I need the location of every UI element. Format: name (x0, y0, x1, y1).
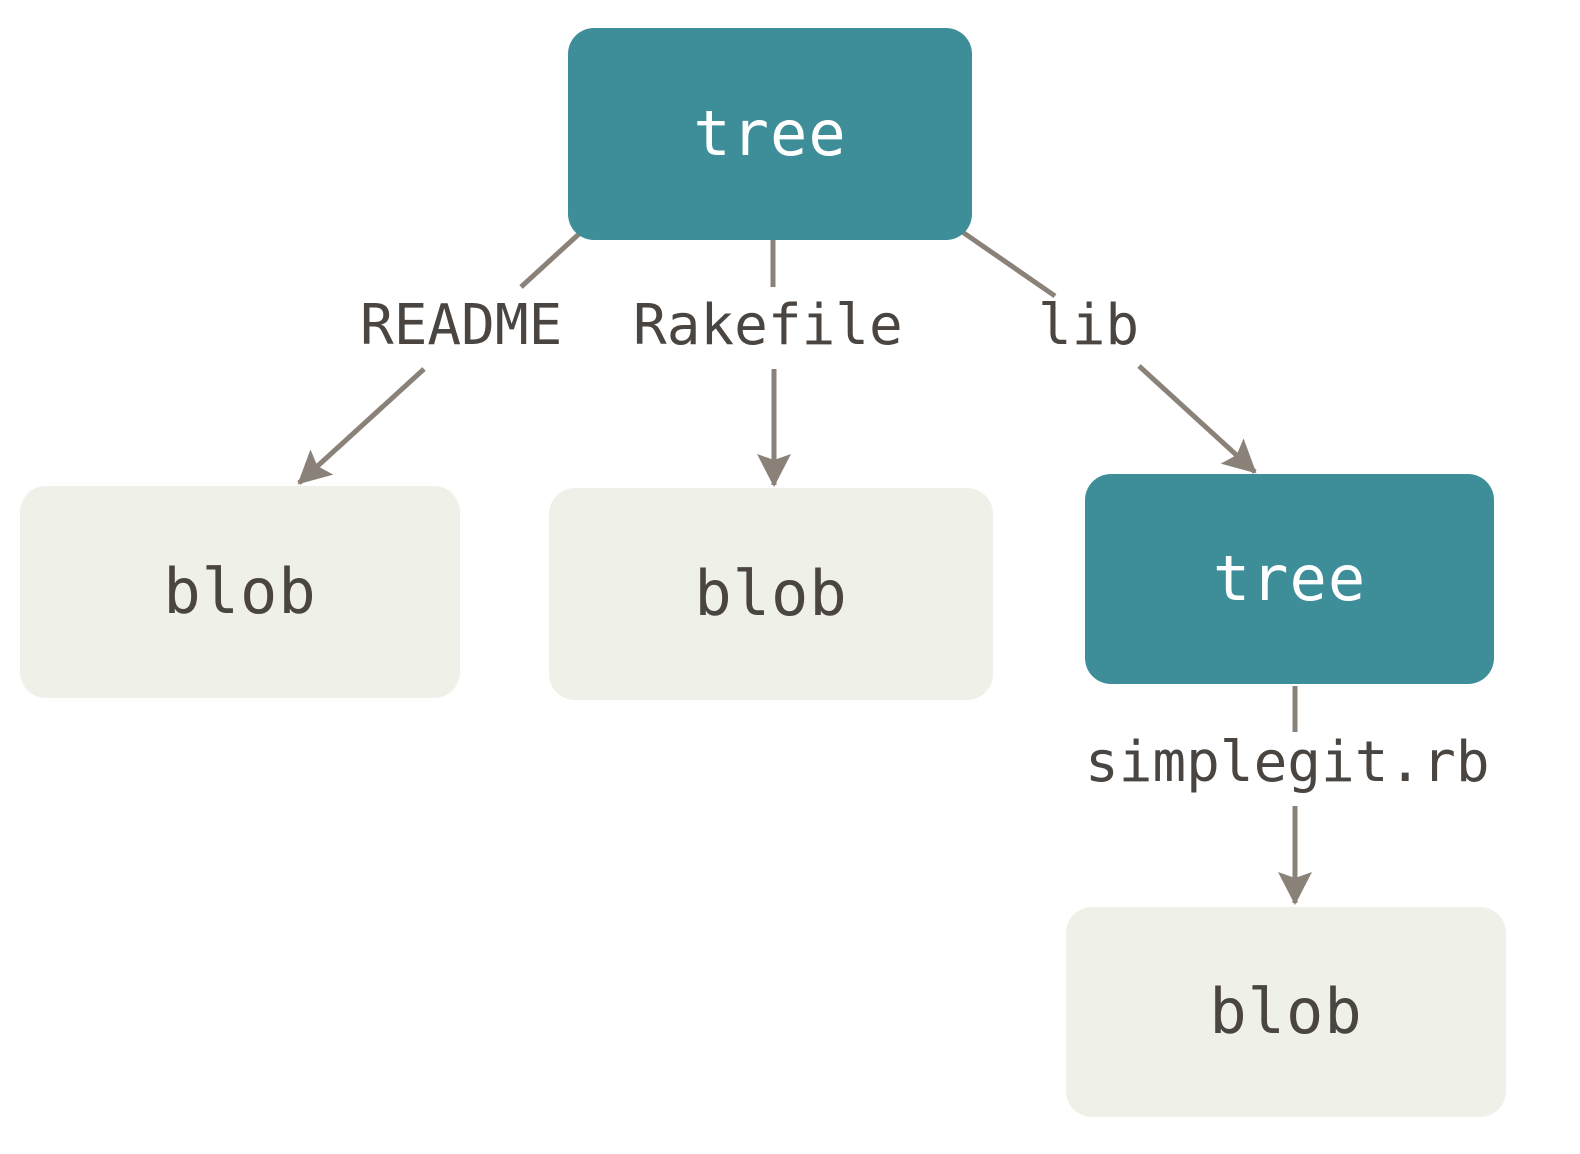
node-label: tree (693, 97, 847, 170)
node-tree-root[interactable]: tree (568, 28, 972, 240)
edge-label-simplegit: simplegit.rb (1085, 730, 1490, 795)
node-blob-rakefile[interactable]: blob (549, 488, 993, 700)
node-label: blob (163, 555, 317, 628)
node-label: blob (1209, 975, 1363, 1048)
edge-line-readme-lower (297, 367, 426, 485)
edge-label-rakefile: Rakefile (633, 293, 903, 358)
edge-line-lib (959, 228, 1057, 299)
edge-label-readme: README (360, 293, 563, 358)
edge-line-lib-lower (1137, 364, 1257, 474)
node-blob-simplegit[interactable]: blob (1066, 907, 1506, 1117)
node-tree-lib[interactable]: tree (1085, 474, 1494, 684)
node-label: blob (694, 557, 848, 630)
edge-label-lib: lib (1038, 293, 1140, 358)
node-blob-readme[interactable]: blob (20, 486, 460, 698)
node-label: tree (1212, 542, 1367, 615)
edge-line-readme (519, 231, 582, 289)
